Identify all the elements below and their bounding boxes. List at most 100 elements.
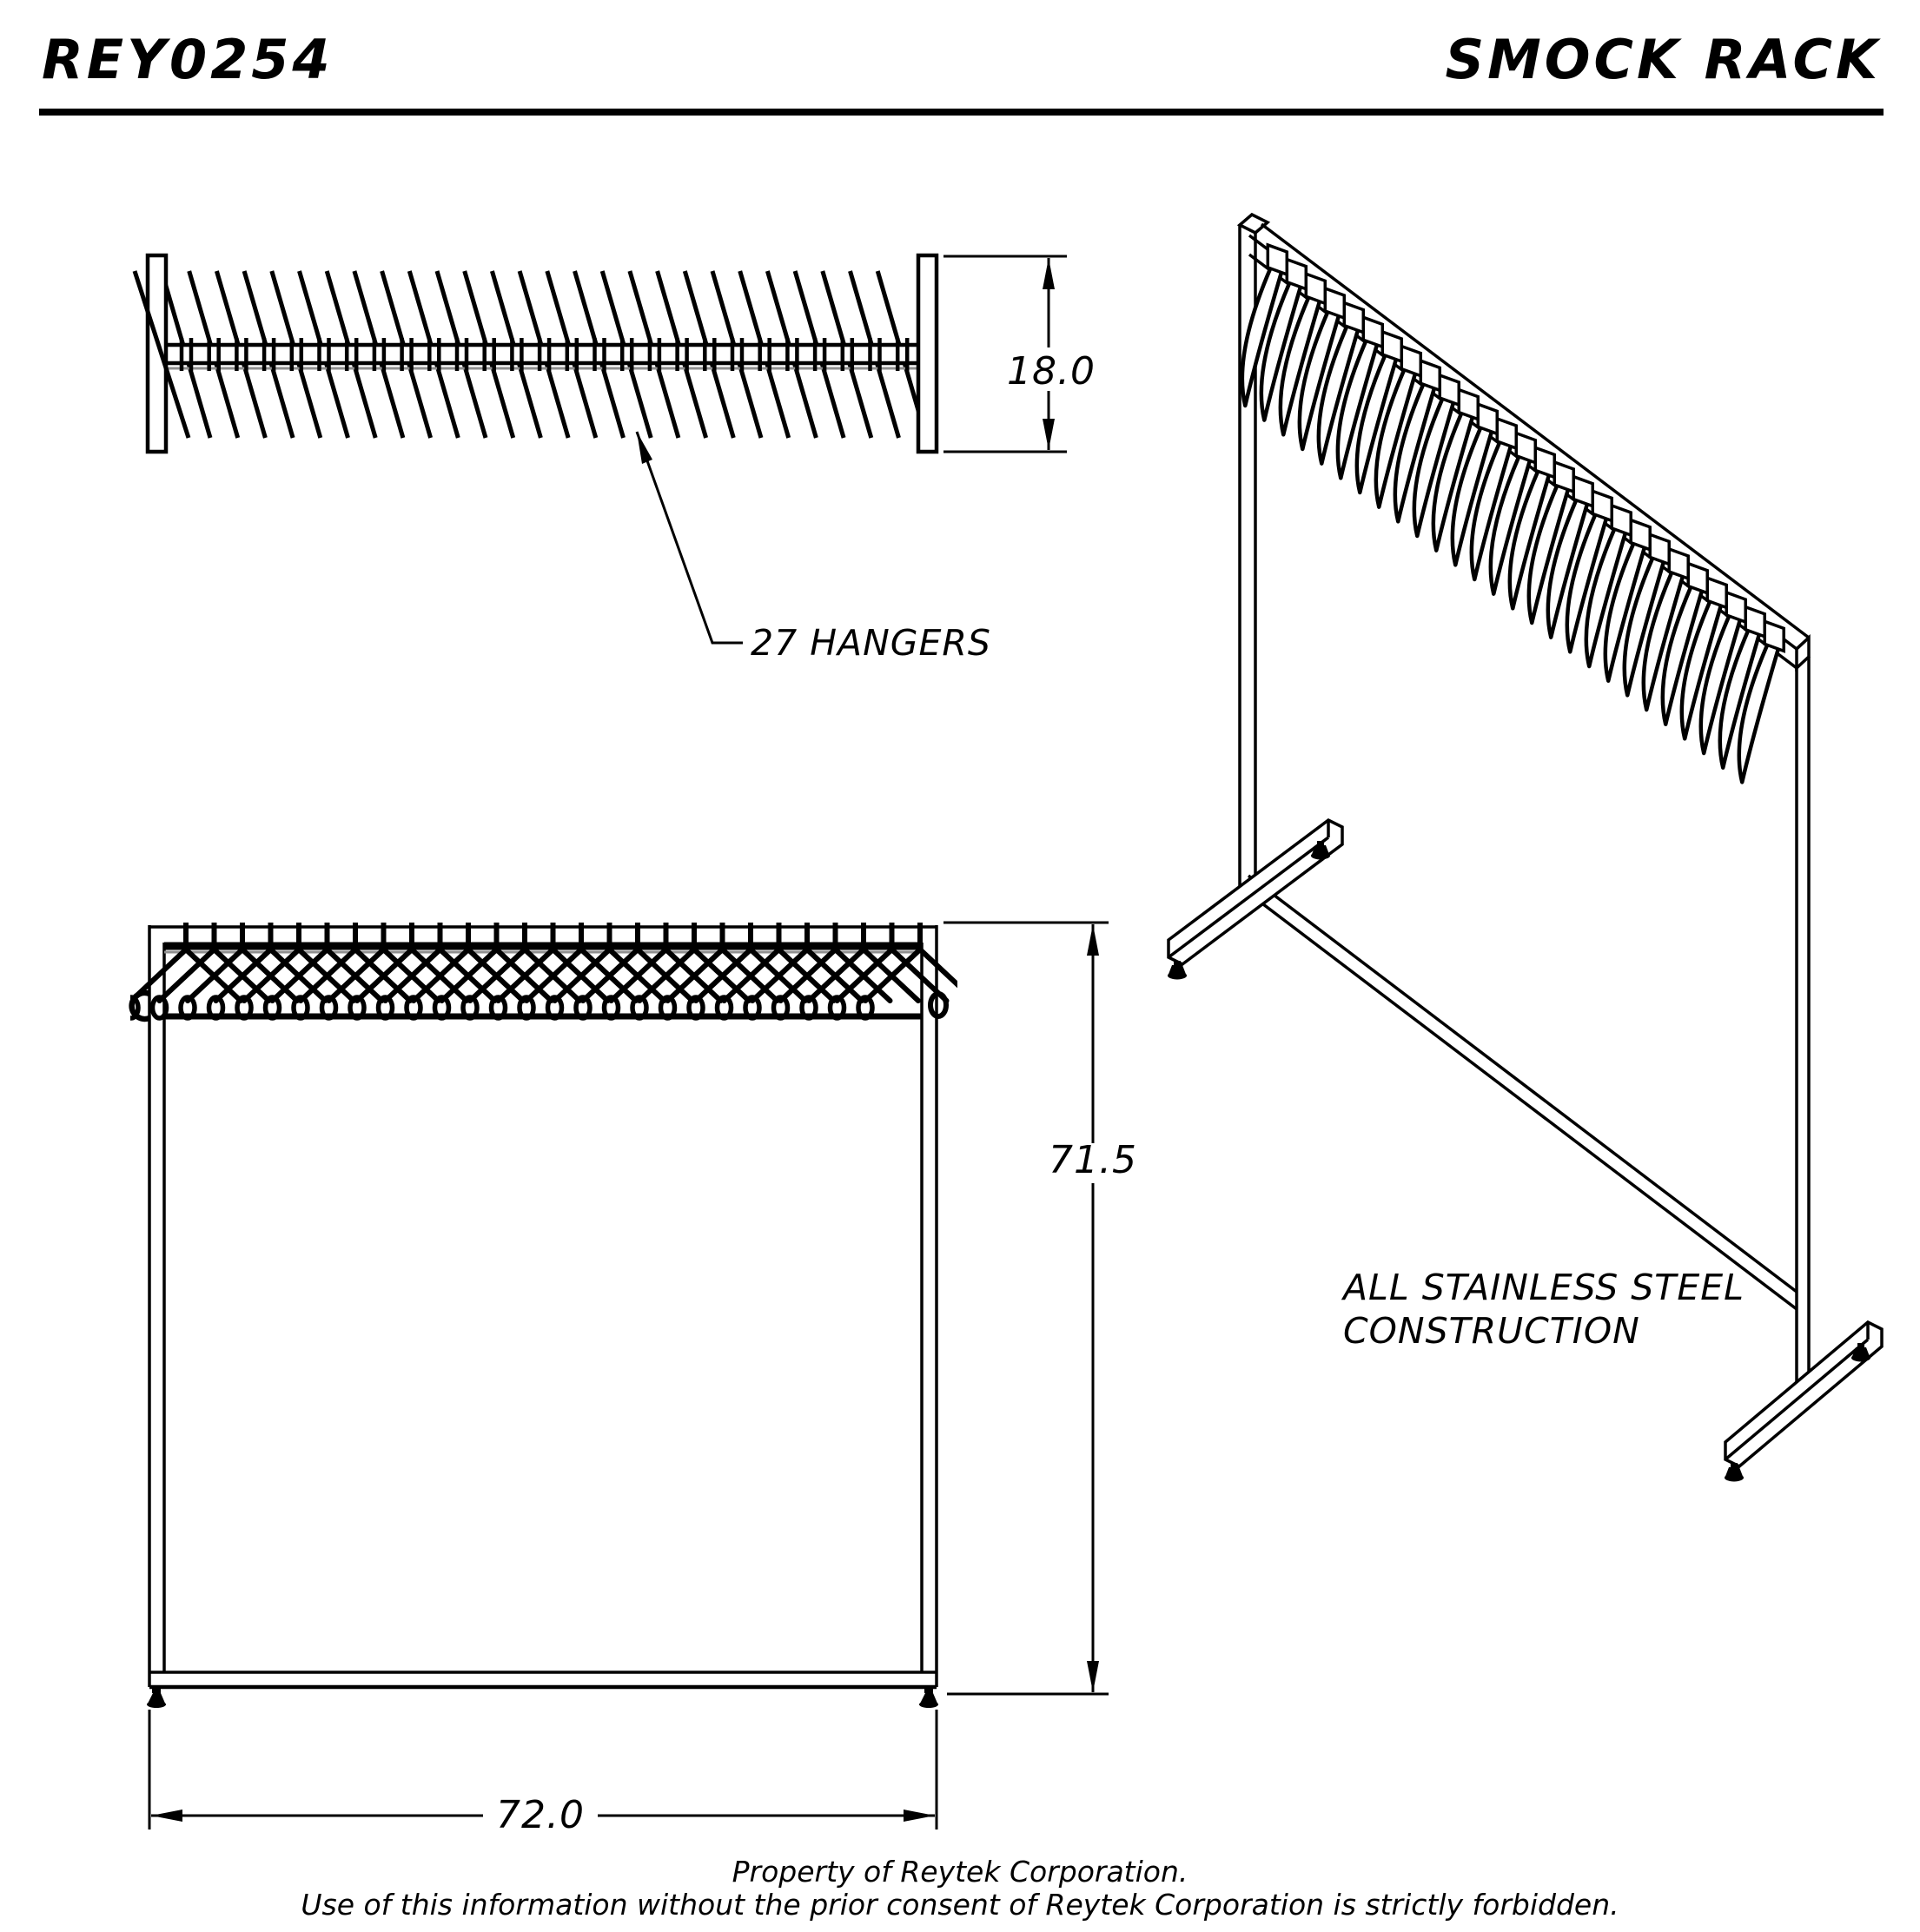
hook-clip-iso bbox=[1725, 590, 1747, 625]
hook-clip-iso bbox=[1476, 401, 1500, 436]
hook-clip-iso bbox=[1533, 445, 1556, 480]
front-left-end-loop bbox=[129, 989, 151, 1022]
hook-clip-iso bbox=[1648, 532, 1671, 566]
hanger-iso bbox=[1641, 570, 1686, 712]
hangers-callout-label: 27 HANGERS bbox=[751, 622, 991, 664]
hanger-iso bbox=[1431, 411, 1476, 552]
front-left-foot bbox=[147, 1689, 166, 1708]
hanger-iso bbox=[1469, 440, 1514, 582]
iso-right-post bbox=[1795, 657, 1811, 1392]
hook-clip-iso bbox=[1553, 460, 1575, 494]
material-note: ALL STAINLESS STEEL CONSTRUCTION bbox=[1341, 1267, 1745, 1352]
leveler-pad bbox=[1168, 961, 1187, 980]
hook-clip-iso bbox=[1361, 314, 1385, 349]
isometric-view bbox=[1167, 212, 1884, 1482]
title-block: REY0254 SMOCK RACK bbox=[39, 28, 1884, 116]
hanger-iso bbox=[1718, 628, 1763, 770]
hook-clip-iso bbox=[1342, 301, 1366, 335]
footer: Property of Reytek Corporation. Use of t… bbox=[301, 1855, 1619, 1922]
leader-arrow-icon bbox=[637, 432, 652, 464]
leveler-pad bbox=[1725, 1463, 1744, 1482]
hanger-iso bbox=[1393, 382, 1438, 524]
iso-bottom-crossbar bbox=[1247, 874, 1798, 1311]
hanger-iso bbox=[1622, 556, 1667, 698]
iso-left-foot bbox=[1167, 817, 1344, 980]
hanger-iso bbox=[1450, 426, 1495, 567]
arrow-up-icon bbox=[1087, 924, 1099, 956]
dim-height-value: 71.5 bbox=[1049, 1138, 1137, 1182]
hanger-iso bbox=[1565, 513, 1610, 654]
leveler-pad bbox=[1311, 841, 1330, 860]
iso-hangers bbox=[1240, 242, 1785, 784]
hanger-iso bbox=[1660, 585, 1705, 726]
hanger-iso bbox=[1240, 266, 1285, 408]
hanger-iso bbox=[1488, 454, 1533, 596]
hook-clip-iso bbox=[1629, 518, 1652, 552]
front-right-foot bbox=[919, 1689, 938, 1708]
hanger-iso bbox=[1526, 483, 1572, 625]
material-note-line2: CONSTRUCTION bbox=[1343, 1310, 1640, 1352]
hanger-iso bbox=[1354, 353, 1400, 495]
top-view-right-post bbox=[916, 253, 939, 454]
iso-right-foot bbox=[1724, 1320, 1884, 1482]
hangers-callout: 27 HANGERS bbox=[635, 431, 991, 664]
hanger-iso bbox=[1679, 599, 1725, 741]
hanger-loop bbox=[130, 995, 141, 1021]
material-note-line1: ALL STAINLESS STEEL bbox=[1341, 1267, 1745, 1308]
hanger-iso bbox=[1316, 324, 1361, 466]
top-view-left-post bbox=[145, 253, 169, 454]
hook-clip-iso bbox=[1285, 257, 1308, 292]
hook-clip-iso bbox=[1495, 416, 1519, 451]
hook-clip-iso bbox=[1304, 271, 1327, 306]
footer-line2: Use of this information without the prio… bbox=[301, 1888, 1619, 1922]
arrow-down-icon bbox=[1043, 419, 1055, 450]
dim-depth-value: 18.0 bbox=[1007, 349, 1096, 394]
front-view-hangers bbox=[130, 923, 957, 1021]
dimension-width: 72.0 bbox=[148, 1710, 938, 1837]
arrow-up-icon bbox=[1043, 258, 1055, 289]
front-right-end-loop bbox=[928, 991, 949, 1019]
top-view bbox=[132, 253, 939, 454]
dim-width-value: 72.0 bbox=[496, 1793, 585, 1837]
hook-clip-iso bbox=[1514, 431, 1537, 466]
arrow-right-icon bbox=[904, 1810, 935, 1822]
dimension-height: 71.5 bbox=[943, 921, 1137, 1696]
hanger-iso bbox=[1335, 339, 1380, 480]
hook-clip-iso bbox=[1591, 488, 1613, 523]
top-view-end-hanger bbox=[132, 270, 191, 439]
hanger-loop bbox=[149, 995, 169, 1021]
hanger-iso bbox=[1297, 309, 1342, 452]
hook-clip-iso bbox=[1744, 605, 1766, 639]
hanger-iso bbox=[1259, 281, 1304, 422]
part-number: REY0254 bbox=[42, 28, 334, 91]
hook-clip-iso bbox=[1705, 575, 1728, 610]
hanger-iso bbox=[1584, 526, 1629, 669]
hanger-iso bbox=[1698, 613, 1744, 756]
hook-clip-iso bbox=[1457, 387, 1480, 422]
hook-clip-iso bbox=[1667, 546, 1690, 581]
arrow-left-icon bbox=[151, 1810, 182, 1822]
hook-clip-iso bbox=[1438, 373, 1461, 407]
front-view bbox=[129, 923, 957, 1708]
hook-clip-iso bbox=[1266, 242, 1289, 277]
hanger-iso bbox=[1374, 367, 1419, 509]
hanger-iso bbox=[1412, 396, 1457, 539]
leveler-pad bbox=[1851, 1343, 1870, 1362]
hook-clip-iso bbox=[1419, 358, 1442, 393]
hook-clip-iso bbox=[1380, 329, 1404, 364]
hook-clip-iso bbox=[1400, 344, 1423, 379]
drawing-title: SMOCK RACK bbox=[1445, 28, 1881, 91]
hook-clip-iso bbox=[1763, 619, 1785, 653]
hook-clip-iso bbox=[1572, 474, 1594, 509]
hanger-iso bbox=[1546, 498, 1591, 639]
dimension-depth: 18.0 bbox=[943, 255, 1096, 453]
arrow-down-icon bbox=[1087, 1661, 1099, 1692]
hook-clip-iso bbox=[1610, 503, 1632, 538]
hook-clip-iso bbox=[1686, 561, 1709, 596]
hanger-iso bbox=[1603, 541, 1648, 683]
footer-line1: Property of Reytek Corporation. bbox=[732, 1855, 1188, 1889]
hanger-iso bbox=[1507, 469, 1553, 611]
top-view-hook-ticks bbox=[179, 338, 910, 371]
